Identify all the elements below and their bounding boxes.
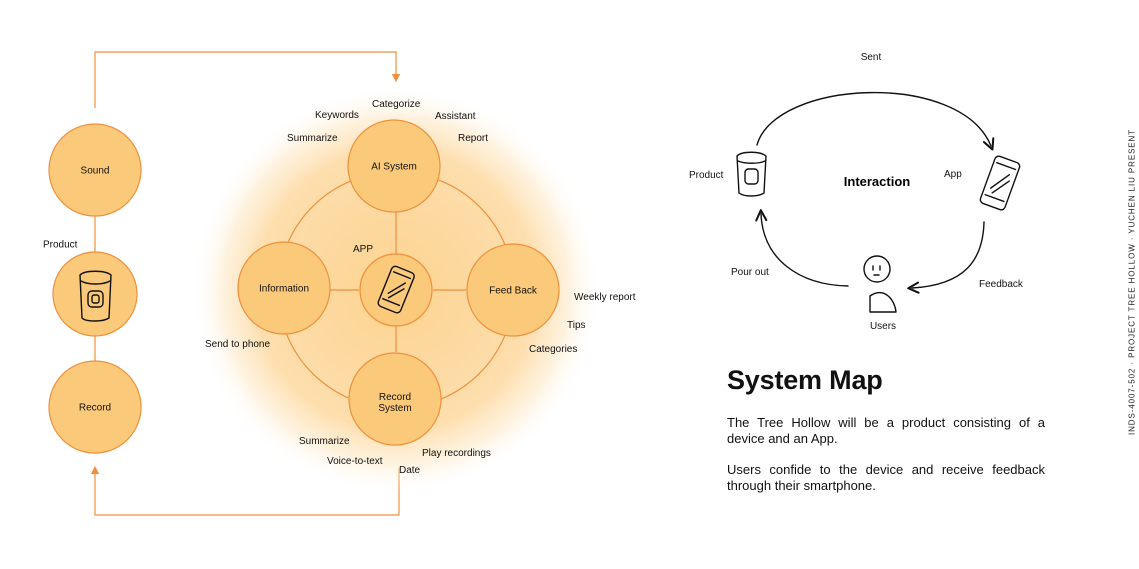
sent-label: Sent — [861, 52, 882, 63]
annotation-tips: Tips — [567, 320, 586, 331]
record-system-label-1: Record — [379, 392, 411, 403]
app-label: APP — [353, 244, 373, 255]
interaction-phone-icon — [979, 155, 1021, 211]
annotation-date: Date — [399, 465, 421, 476]
sound-node — [48, 123, 142, 217]
annotation-categorize: Categorize — [372, 99, 421, 110]
feedback-label: Feed Back — [489, 286, 538, 297]
information-node — [237, 241, 331, 335]
record-node — [48, 360, 142, 454]
left-flow: Sound Product Record — [43, 51, 401, 516]
flow-arrow-top — [94, 51, 401, 108]
record-system-node — [348, 352, 442, 446]
annotation-play-recordings: Play recordings — [422, 448, 491, 459]
users-icon — [863, 255, 897, 313]
pour-out-label: Pour out — [731, 267, 769, 278]
annotation-send-to-phone: Send to phone — [205, 339, 270, 350]
record-system-label-2: System — [378, 403, 411, 414]
annotation-voice-to-text: Voice-to-text — [327, 456, 383, 467]
phone-icon — [377, 265, 415, 314]
interaction-product-label: Product — [689, 170, 724, 181]
annotation-summarize-bottom: Summarize — [299, 436, 350, 447]
annotation-summarize-top: Summarize — [287, 133, 338, 144]
feedback-node — [466, 243, 560, 337]
interaction-diagram: Sent Product Interaction App Pour out Fe… — [689, 52, 1024, 332]
ai-system-node — [347, 119, 441, 213]
sound-label: Sound — [81, 166, 110, 177]
sent-arrow — [756, 91, 995, 151]
ai-system-label: AI System — [371, 162, 417, 173]
annotation-weekly-report: Weekly report — [574, 292, 636, 303]
app-node — [359, 253, 433, 327]
product-node — [52, 251, 138, 337]
feedback-label-interaction: Feedback — [979, 279, 1024, 290]
annotation-assistant: Assistant — [435, 111, 476, 122]
record-label: Record — [79, 403, 111, 414]
system-diagram: AI System Information Feed Back Record S… — [191, 85, 636, 495]
page-title: System Map — [727, 365, 883, 395]
users-label: Users — [870, 321, 896, 332]
product-label: Product — [43, 240, 78, 251]
side-credit: INDS-4007-502 · PROJECT TREE HOLLOW · YU… — [1127, 128, 1137, 436]
feedback-arrow — [907, 221, 985, 294]
interaction-center-label: Interaction — [844, 174, 911, 189]
product-device-icon — [79, 270, 112, 322]
annotation-categories: Categories — [529, 344, 577, 355]
pour-out-arrow — [755, 209, 849, 287]
description-paragraph-1: The Tree Hollow will be a product consis… — [727, 415, 1045, 446]
description-paragraph-2: Users confide to the device and receive … — [727, 462, 1045, 493]
annotation-keywords: Keywords — [315, 110, 359, 121]
interaction-app-label: App — [944, 169, 962, 180]
interaction-product-icon — [736, 151, 767, 197]
information-label: Information — [259, 284, 309, 295]
annotation-report: Report — [458, 133, 488, 144]
